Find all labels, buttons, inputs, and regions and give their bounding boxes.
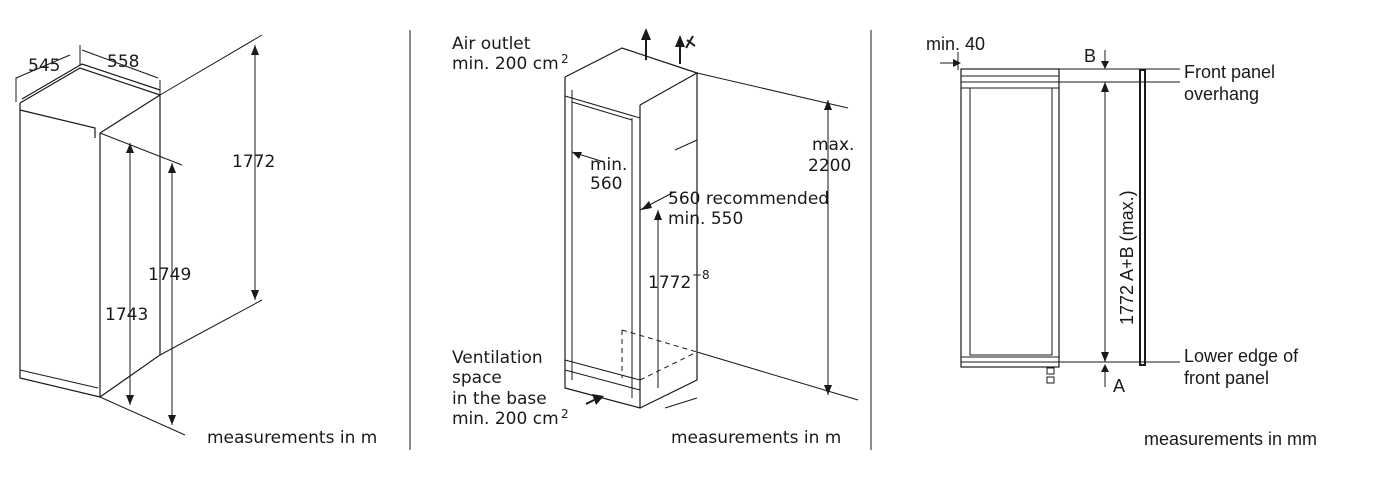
air-outlet-label: Air outlet: [452, 34, 531, 54]
dim-label-1772: 1772: [232, 152, 275, 172]
panel1-footer: measurements in m: [207, 428, 377, 448]
arrowhead: [126, 395, 134, 405]
dim-label-a: A: [1113, 376, 1125, 396]
cabinet-bottom-edges: [961, 356, 1059, 363]
front-panel: [1139, 69, 1146, 366]
air-outlet-arrows: [645, 35, 681, 64]
dim-label-2200: 2200: [808, 156, 851, 176]
niche-top-outline: [564, 47, 698, 78]
dim-label-1749: 1749: [148, 265, 191, 285]
dim-label-recommended: 560 recommended: [668, 189, 829, 209]
ext-line-max-bottom: [696, 351, 859, 401]
ext-line-depth-left: [15, 54, 71, 102]
panel3-footer: measurements in mm: [1144, 429, 1317, 449]
vent-inlet-arrow: [585, 399, 595, 405]
arrowhead: [168, 163, 176, 173]
appliance-base-edge: [19, 369, 99, 389]
ext-line-base: [159, 299, 263, 356]
lower-edge-label: Lower edge of: [1184, 346, 1299, 366]
arrowhead: [824, 385, 832, 395]
appliance-door-edge: [19, 109, 96, 138]
niche-base-rail: [564, 359, 641, 391]
arrowhead: [675, 35, 685, 47]
vent-label-line2: space: [452, 368, 502, 388]
panel2-footer: measurements in m: [671, 428, 841, 448]
air-outlet-symbol: [685, 35, 696, 49]
ext-line-bottom: [99, 396, 186, 436]
panel-front-panel: min. 40 B A Front panel overhang Lower e…: [926, 34, 1317, 449]
dim-label-1772-niche: 1772: [648, 273, 691, 293]
arrowhead: [251, 45, 259, 55]
dim-label-min: min.: [590, 155, 627, 175]
dim-label-max: max.: [812, 135, 854, 155]
dim-line-558: [81, 49, 159, 79]
hinge-marker: [1046, 376, 1055, 384]
dim-label-558: 558: [107, 52, 139, 72]
ext-line-front: [99, 132, 183, 166]
vent-label-line3: in the base: [452, 389, 547, 409]
ext-line-max-top: [696, 72, 849, 109]
dim-label-560: 560: [590, 174, 622, 194]
arrowhead: [168, 415, 176, 425]
arrowhead: [1101, 82, 1109, 92]
vent-superscript: 2: [561, 407, 569, 421]
niche-inner-posts: [571, 90, 633, 398]
cabinet-outline: [960, 68, 1060, 368]
arrowhead: [824, 100, 832, 110]
appliance-inner-outline: [969, 88, 1053, 356]
hinge-marker: [1046, 367, 1055, 375]
dim-label-a-plus-b: 1772 A+B (max.): [1117, 190, 1137, 325]
niche-hidden-edges: [621, 329, 698, 381]
dim-label-min-550: min. 550: [668, 209, 743, 229]
arrowhead: [251, 290, 259, 300]
lower-edge-label-2: front panel: [1184, 368, 1269, 388]
arrowhead: [592, 394, 604, 405]
niche-top-rail: [564, 95, 641, 121]
dim-label-min-40: min. 40: [926, 34, 985, 54]
arrowhead: [654, 210, 662, 220]
ext-line-top: [159, 34, 263, 96]
arrowhead: [1101, 364, 1109, 372]
appliance-top-edge: [21, 63, 161, 100]
ext-line-niche: [664, 139, 698, 409]
niche-front-outline: [564, 77, 641, 409]
arrowhead: [953, 59, 961, 67]
panel-niche-dimensions: Air outlet min. 200 cm 2 min. 560 560 re…: [452, 28, 859, 448]
front-overhang-label-2: overhang: [1184, 84, 1259, 104]
front-overhang-label: Front panel: [1184, 62, 1275, 82]
niche-side-outline: [639, 71, 698, 409]
cabinet-top-edges: [961, 75, 1059, 89]
dim-label-545: 545: [28, 56, 60, 76]
arrowhead: [126, 143, 134, 153]
arrowhead: [641, 28, 651, 40]
panel-appliance-dimensions: 545 558 1772 1749 1743 measurements in m: [15, 34, 377, 448]
air-outlet-value: min. 200 cm: [452, 54, 559, 74]
air-outlet-superscript: 2: [561, 52, 569, 66]
arrowhead: [572, 152, 582, 159]
dim-label-b: B: [1084, 46, 1096, 66]
appliance-top-outline: [19, 67, 161, 104]
dim-label-1743: 1743: [105, 305, 148, 325]
appliance-front-outline: [19, 103, 101, 398]
ref-lines-top: [1059, 68, 1180, 83]
vent-label-line1: Ventilation: [452, 348, 543, 368]
vent-label-line4: min. 200 cm: [452, 409, 559, 429]
arrowhead: [1101, 61, 1109, 69]
arrowhead: [641, 201, 652, 210]
dim-label-tolerance: +8: [692, 268, 710, 282]
arrowhead: [1101, 352, 1109, 362]
